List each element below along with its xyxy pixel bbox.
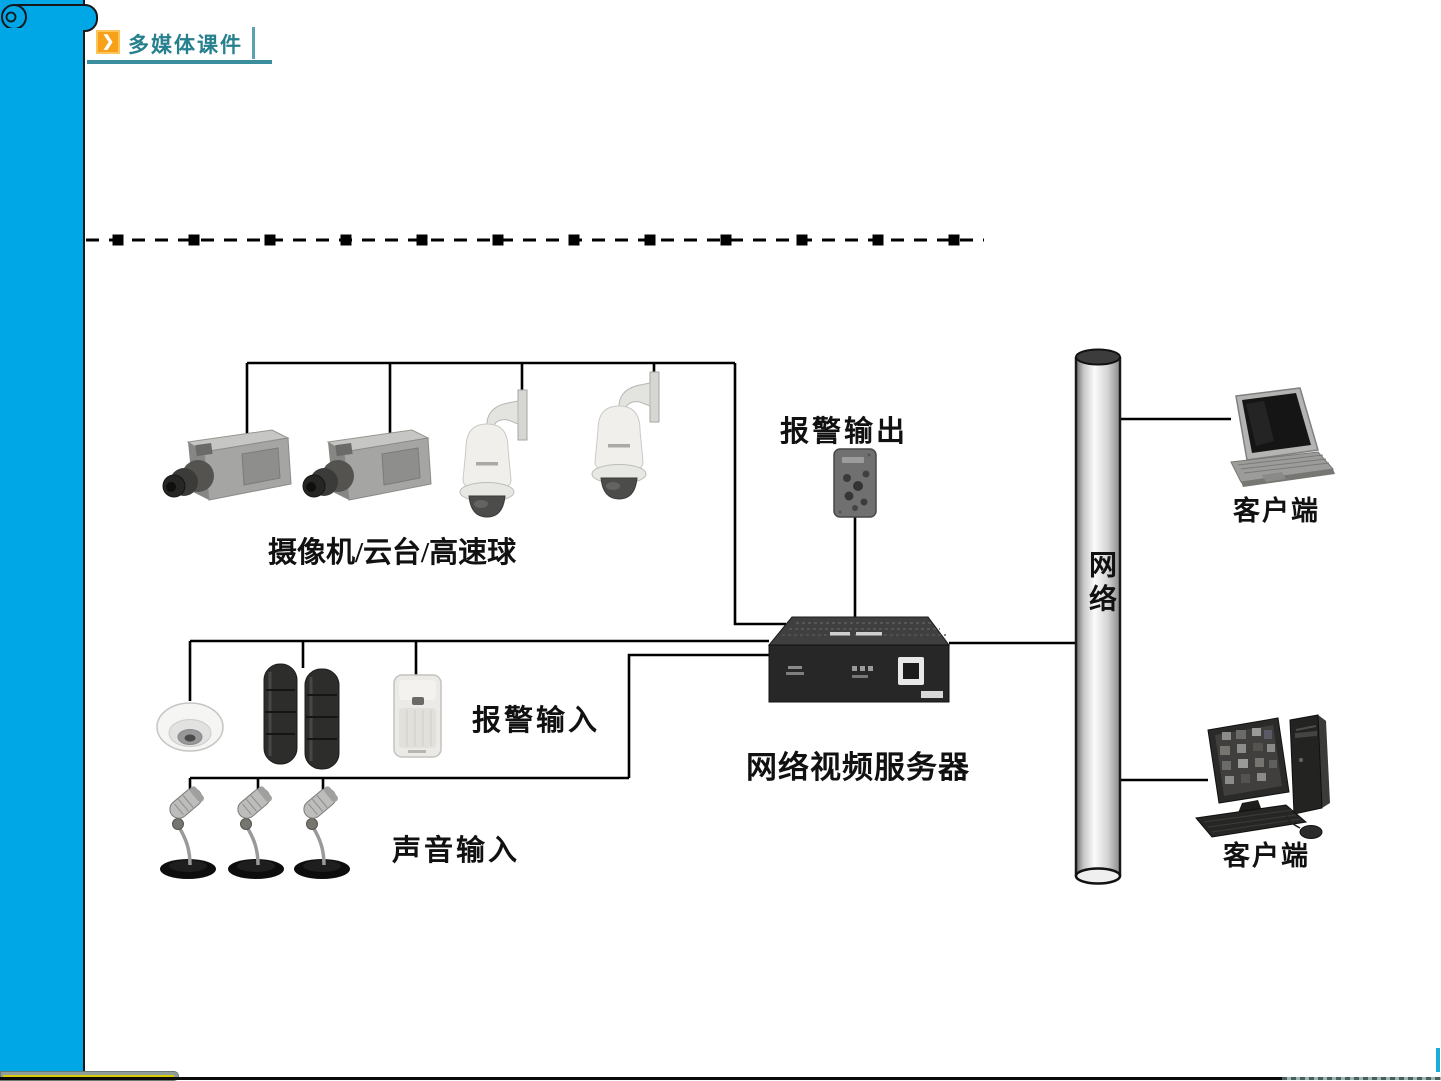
alarm-input-label: 报警输入 (472, 705, 601, 737)
network-label: 网络 (1085, 550, 1116, 618)
bottom-border-line (0, 1077, 1282, 1080)
box-camera-icon (162, 429, 292, 501)
dome-camera-icon (591, 371, 660, 500)
camera-group-label: 摄像机/云台/高速球 (268, 537, 517, 569)
bottom-accent-stripe (3, 1075, 174, 1078)
alarm-output-device-icon (833, 448, 877, 518)
desktop-computer-icon (1195, 714, 1330, 839)
smoke-detector-icon (156, 702, 224, 752)
alarm-output-label: 报警输出 (780, 416, 909, 448)
ir-sensor-icon (304, 668, 340, 770)
video-server-label: 网络视频服务器 (746, 750, 970, 785)
client-top-label: 客户端 (1233, 496, 1320, 526)
network-video-server-icon (767, 616, 950, 703)
box-camera-icon (302, 429, 432, 501)
header-underline (87, 60, 272, 64)
microphone-icon (294, 786, 350, 879)
left-scroll-bar (0, 0, 85, 1071)
laptop-icon (1230, 387, 1335, 487)
ir-sensor-icon (263, 663, 298, 765)
dashed-separator (86, 234, 984, 246)
page-title: 多媒体课件 (128, 34, 243, 57)
bottom-dotted-line (1282, 1077, 1441, 1080)
client-bottom-label: 客户端 (1223, 841, 1310, 871)
header-tick-divider (252, 27, 255, 59)
bottom-right-tick (1436, 1048, 1440, 1072)
microphone-icon (160, 786, 216, 879)
microphone-icon (228, 786, 284, 879)
dome-camera-icon (459, 389, 528, 518)
pir-sensor-icon (393, 674, 442, 758)
scroll-curl-graphic (0, 4, 98, 48)
chevron-right-icon: ❯ (96, 30, 120, 54)
audio-input-label: 声音输入 (392, 835, 521, 867)
network-cylinder (1074, 348, 1122, 885)
